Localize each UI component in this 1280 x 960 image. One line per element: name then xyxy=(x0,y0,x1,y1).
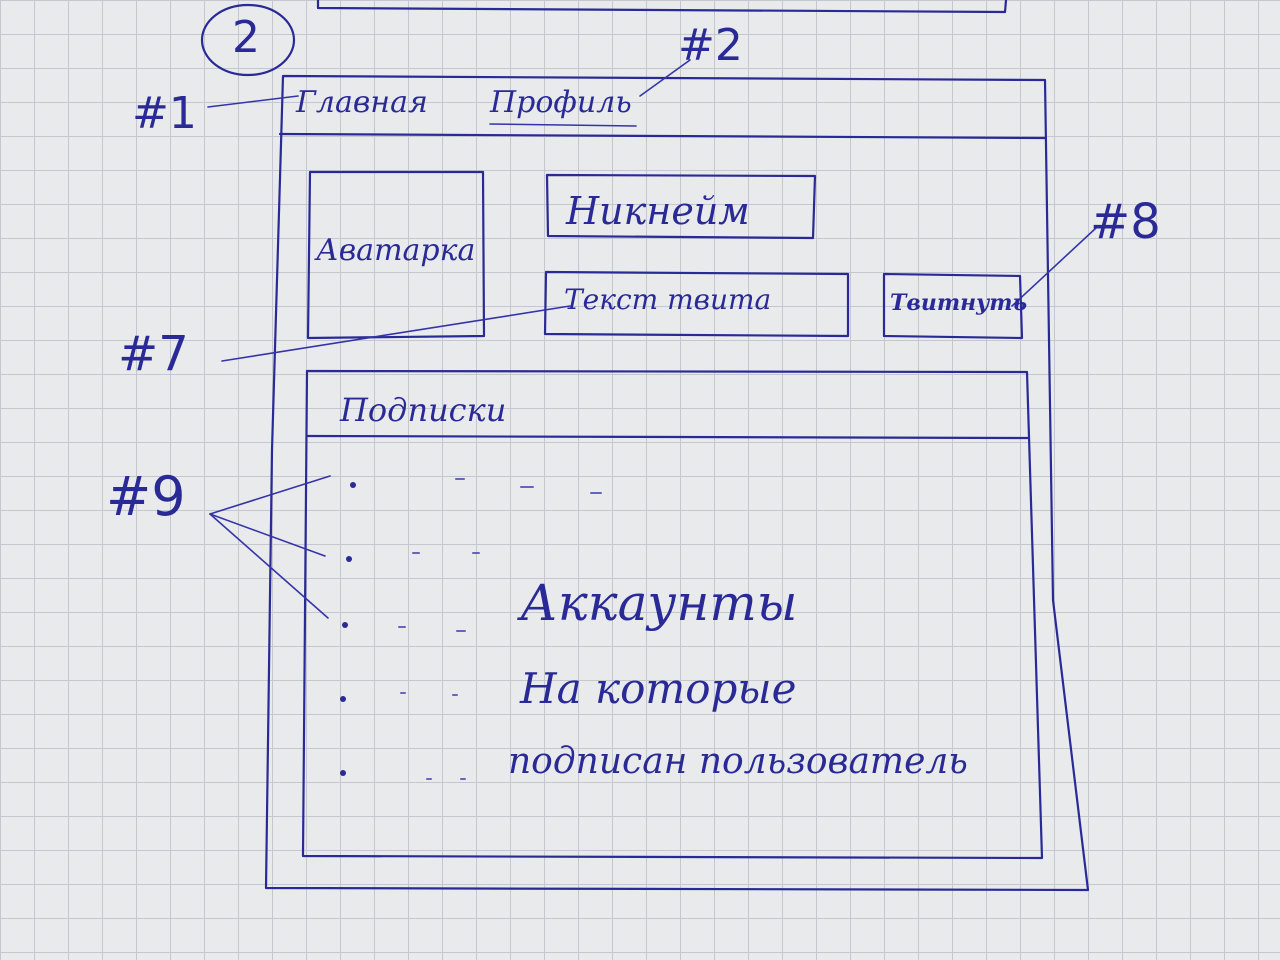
avatar-box xyxy=(306,170,486,340)
list-bullet xyxy=(340,696,346,702)
list-placeholder-dash xyxy=(426,778,432,780)
list-placeholder-dash xyxy=(412,552,420,554)
page-frame xyxy=(264,74,1090,892)
tweet-button-box xyxy=(882,272,1024,340)
list-bullet xyxy=(340,770,346,776)
list-placeholder-dash xyxy=(520,486,534,488)
annotation-line-tweet-button xyxy=(1011,227,1097,307)
annotation-line-home xyxy=(207,95,299,108)
subscriptions-title: Подписки xyxy=(340,391,507,429)
list-placeholder-dash xyxy=(460,778,466,780)
subscriptions-header-divider xyxy=(306,434,1031,440)
nav-profile-link[interactable]: Профиль xyxy=(490,85,632,120)
list-placeholder-dash xyxy=(472,552,480,554)
subscriptions-description-line-2: На которые xyxy=(520,664,797,713)
annotation-line-list-3 xyxy=(209,513,329,619)
list-placeholder-dash xyxy=(452,694,458,696)
subscriptions-description-line-1: Аккаунты xyxy=(520,574,798,632)
list-bullet xyxy=(346,556,352,562)
tweet-text-input[interactable]: Текст твита xyxy=(564,283,772,316)
list-bullet xyxy=(342,622,348,628)
list-placeholder-dash xyxy=(590,492,602,494)
annotation-home-marker: #1 xyxy=(132,88,197,139)
annotation-line-list-2 xyxy=(209,513,326,557)
annotation-tweet-button-marker: #8 xyxy=(1090,194,1161,250)
annotation-subscriptions-marker: #9 xyxy=(106,465,186,528)
nav-home-link[interactable]: Главная xyxy=(296,85,428,120)
screen-number: 2 xyxy=(232,12,260,63)
list-placeholder-dash xyxy=(456,630,466,632)
annotation-line-tweet-text xyxy=(221,305,571,362)
subscriptions-panel-box xyxy=(301,369,1044,860)
annotation-line-list-1 xyxy=(209,475,331,515)
profile-underline xyxy=(489,123,637,127)
nav-divider xyxy=(278,132,1047,140)
nickname-label: Никнейм xyxy=(566,189,750,233)
annotation-profile-marker: #2 xyxy=(678,20,743,71)
avatar-label: Аватарка xyxy=(316,233,476,268)
list-placeholder-dash xyxy=(455,478,465,480)
list-placeholder-dash xyxy=(398,626,406,628)
subscriptions-description-line-3: подписан пользователь xyxy=(508,741,968,782)
screen-number-circle xyxy=(200,3,296,77)
nickname-box xyxy=(545,173,817,240)
list-bullet xyxy=(350,482,356,488)
annotation-tweet-text-marker: #7 xyxy=(118,326,189,382)
tweet-button[interactable]: Твитнуть xyxy=(890,290,1028,316)
tweet-text-box xyxy=(543,270,850,338)
list-placeholder-dash xyxy=(400,692,406,694)
annotation-line-profile xyxy=(639,59,691,97)
previous-screen-edge xyxy=(316,0,1008,14)
